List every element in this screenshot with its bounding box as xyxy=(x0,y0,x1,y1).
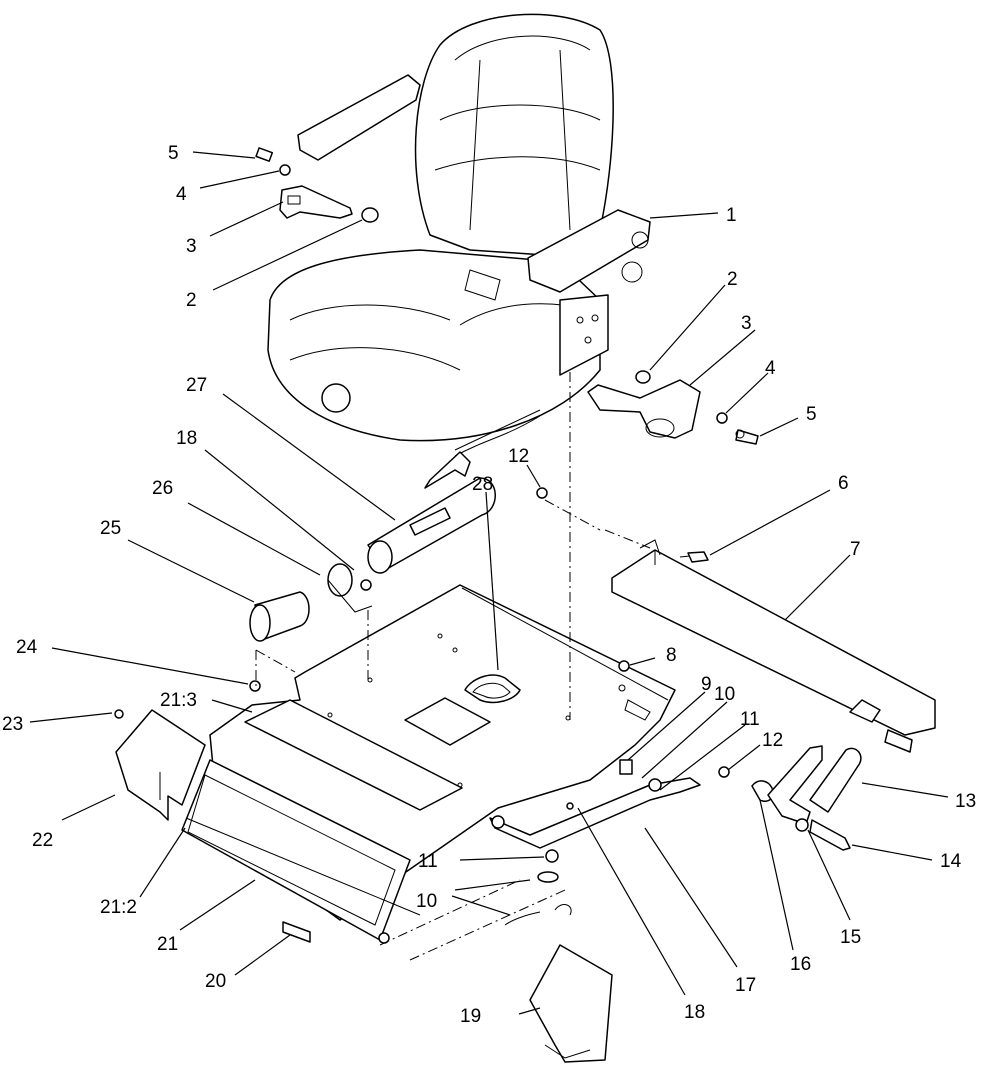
callout-20: 20 xyxy=(205,971,226,992)
callout-8: 8 xyxy=(666,645,677,666)
callout-18: 18 xyxy=(684,1002,705,1023)
handle-parts xyxy=(718,745,862,851)
callout-labels: 1 2 2 3 3 4 4 5 5 6 7 8 9 10 10 11 11 12… xyxy=(2,143,976,1027)
callout-11: 11 xyxy=(740,709,760,730)
adjust-lever xyxy=(489,777,701,863)
seat-base-plate xyxy=(181,584,676,944)
callout-12: 12 xyxy=(762,730,783,751)
callout-28: 28 xyxy=(472,474,493,495)
callout-11: 11 xyxy=(418,851,438,872)
callout-4: 4 xyxy=(176,184,187,205)
seat-belt-right xyxy=(587,370,759,445)
callout-17: 17 xyxy=(735,975,756,996)
callout-3: 3 xyxy=(186,236,197,257)
callout-1: 1 xyxy=(726,205,737,226)
callout-4: 4 xyxy=(765,358,776,379)
callout-19: 19 xyxy=(460,1006,481,1027)
callout-3: 3 xyxy=(741,313,752,334)
callout-21: 21 xyxy=(157,934,178,955)
callout-5: 5 xyxy=(806,404,817,425)
callout-21-2: 21:2 xyxy=(100,897,137,918)
callout-18: 18 xyxy=(176,428,197,449)
callout-22: 22 xyxy=(32,830,53,851)
callout-12: 12 xyxy=(508,446,529,467)
callout-15: 15 xyxy=(840,927,861,948)
callout-24: 24 xyxy=(16,637,38,658)
callout-21-3: 21:3 xyxy=(160,690,197,711)
callout-9: 9 xyxy=(701,674,712,695)
callout-2: 2 xyxy=(727,269,738,290)
callout-5: 5 xyxy=(168,143,179,164)
leader-lines xyxy=(29,151,949,1015)
callout-10: 10 xyxy=(714,684,735,705)
callout-6: 6 xyxy=(838,473,849,494)
callout-27: 27 xyxy=(186,375,207,396)
callout-7: 7 xyxy=(850,539,861,560)
seat-assembly xyxy=(267,13,651,489)
handle-tube xyxy=(249,477,548,642)
callout-14: 14 xyxy=(940,851,962,872)
callout-13: 13 xyxy=(955,791,976,812)
callout-25: 25 xyxy=(100,518,121,539)
seat-belt-left xyxy=(255,147,379,223)
seat-rail xyxy=(611,539,936,753)
callout-2: 2 xyxy=(186,290,197,311)
callout-26: 26 xyxy=(152,478,173,499)
assembly-lines xyxy=(255,372,651,961)
callout-10: 10 xyxy=(416,891,437,912)
callout-23: 23 xyxy=(2,714,23,735)
brackets xyxy=(114,660,630,1063)
callout-16: 16 xyxy=(790,954,811,975)
